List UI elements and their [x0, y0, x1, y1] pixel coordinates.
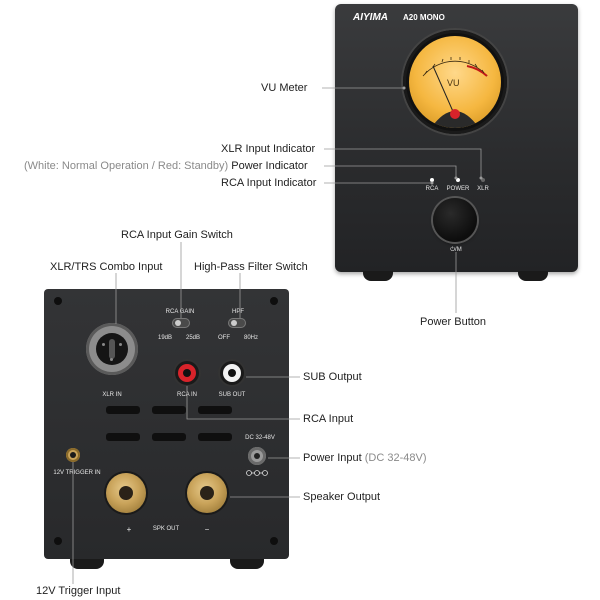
minus-label: − — [204, 525, 210, 534]
screw — [270, 537, 278, 545]
sub-out-label: SUB OUT — [218, 392, 246, 398]
front-device: AIYIMA A20 MONO VU RCA POWER XLR — [335, 4, 578, 272]
dc-polarity-icon — [246, 470, 268, 476]
callout-power-button: Power Button — [420, 316, 487, 328]
rca-gain-switch[interactable] — [172, 318, 190, 328]
vent-slot — [152, 433, 186, 441]
vent-slot — [198, 433, 232, 441]
trigger-label: 12V TRIGGER IN — [53, 470, 101, 476]
xlr-led — [481, 178, 485, 182]
gain-25db-label: 25dB — [185, 335, 200, 341]
rear-device: XLR IN RCA GAIN 19dB 25dB HPF OFF 80Hz R… — [44, 289, 289, 559]
gain-19db-label: 19dB — [157, 335, 172, 341]
vu-scale — [422, 57, 488, 128]
power-input-text: Power Input — [303, 452, 362, 464]
power-input-note: (DC 32-48V) — [364, 452, 427, 464]
power-indicator-paren-open: ( — [24, 160, 28, 172]
dc-power-jack[interactable] — [248, 447, 266, 465]
vu-meter: VU — [403, 30, 507, 134]
trigger-jack[interactable] — [66, 448, 80, 462]
callout-vu-meter: VU Meter — [261, 82, 308, 94]
rear-foot-right — [230, 559, 264, 569]
callout-speaker-output: Speaker Output — [303, 491, 381, 503]
front-foot-right — [518, 271, 548, 281]
screw — [54, 537, 62, 545]
vu-needle — [432, 65, 456, 117]
callout-rca-gain-switch: RCA Input Gain Switch — [121, 229, 233, 241]
callout-trigger-input: 12V Trigger Input — [36, 585, 121, 597]
callout-rca-input: RCA Input — [303, 413, 354, 425]
power-indicator-paren-close: ) — [224, 160, 229, 172]
power-led-label: POWER — [446, 186, 470, 192]
xlr-in-label: XLR IN — [102, 392, 122, 398]
rca-gain-label: RCA GAIN — [165, 309, 195, 315]
hpf-switch[interactable] — [228, 318, 246, 328]
front-foot-left — [363, 271, 393, 281]
hpf-label: HPF — [232, 309, 244, 315]
vent-slot — [106, 406, 140, 414]
callout-hpf-switch: High-Pass Filter Switch — [194, 261, 308, 273]
callout-power-indicator: (White: Normal Operation / Red: Standby)… — [24, 160, 308, 172]
vu-meter-face: VU — [409, 36, 501, 128]
power-led — [456, 178, 460, 182]
power-knob[interactable] — [433, 198, 477, 242]
hpf-off-label: OFF — [218, 335, 230, 341]
xlr-jack-inner — [96, 333, 128, 365]
xlr-led-label: XLR — [477, 186, 489, 192]
xlr-combo-jack[interactable] — [86, 323, 138, 375]
power-symbol: ⏻/M — [450, 247, 462, 253]
callout-xlr-trs-combo: XLR/TRS Combo Input — [50, 261, 163, 273]
rca-in-jack[interactable] — [175, 361, 199, 385]
screw — [270, 297, 278, 305]
vent-slot — [152, 406, 186, 414]
speaker-post-negative[interactable] — [187, 473, 227, 513]
vent-slot — [106, 433, 140, 441]
vent-slot — [198, 406, 232, 414]
model-name: A20 MONO — [403, 13, 445, 22]
speaker-post-positive[interactable] — [106, 473, 146, 513]
callout-rca-indicator: RCA Input Indicator — [221, 177, 317, 189]
power-indicator-note: White: Normal Operation / Red: Standby — [27, 160, 225, 172]
rear-foot-left — [70, 559, 104, 569]
dc-label: DC 32-48V — [245, 435, 275, 441]
hpf-80hz-label: 80Hz — [243, 335, 258, 341]
callout-xlr-indicator: XLR Input Indicator — [221, 143, 316, 155]
plus-label: + — [126, 525, 132, 534]
brand-logo: AIYIMA — [353, 12, 388, 23]
vu-label: VU — [447, 78, 460, 88]
sub-out-jack[interactable] — [220, 361, 244, 385]
rca-led — [430, 178, 434, 182]
rca-led-label: RCA — [425, 186, 439, 192]
rca-in-label: RCA IN — [176, 392, 197, 398]
callout-power-input: Power Input (DC 32-48V) — [303, 452, 427, 464]
screw — [54, 297, 62, 305]
callout-sub-output: SUB Output — [303, 371, 362, 383]
vu-center-logo — [450, 109, 460, 119]
power-indicator-text: Power Indicator — [231, 160, 308, 172]
spk-out-label: SPK OUT — [152, 526, 180, 532]
